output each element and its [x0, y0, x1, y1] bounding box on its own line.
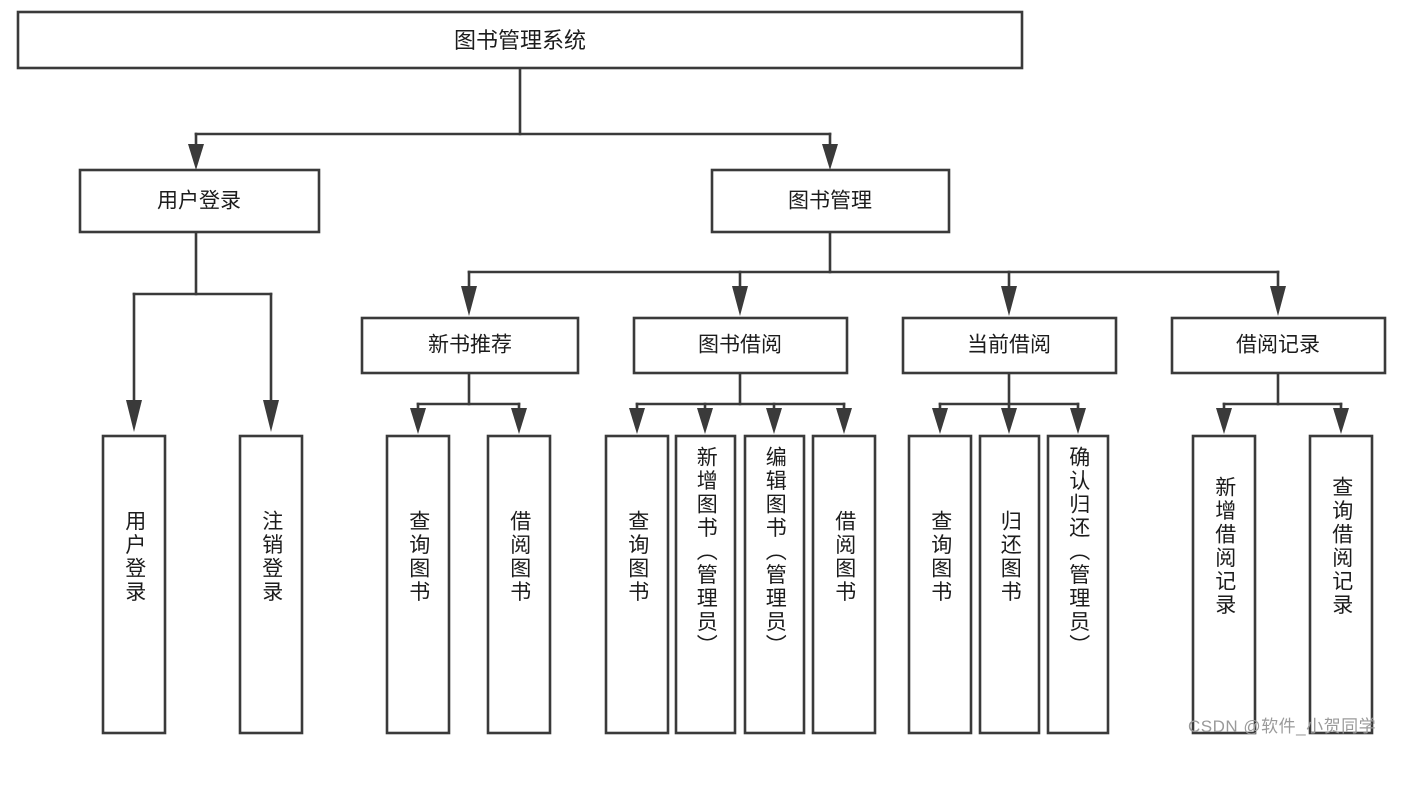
node-leaf-query-book-3-box[interactable]: [907, 434, 973, 735]
node-book-borrow-box[interactable]: [632, 316, 849, 375]
arrowhead-leaf-return-book: [1001, 408, 1017, 434]
arrowhead-leaf-edit-book: [766, 408, 782, 434]
node-new-book-rec-box[interactable]: [360, 316, 580, 375]
node-user-login-box[interactable]: [78, 168, 321, 234]
hierarchy-diagram-svg: 图书管理系统 用户登录 图书管理 新书推荐 图书借阅 当前借阅 借阅记录: [16, 10, 1387, 735]
node-leaf-user-login-box[interactable]: [101, 434, 167, 735]
arrowhead-new-book-rec: [461, 286, 477, 316]
node-leaf-borrow-book-2-box[interactable]: [811, 434, 877, 735]
node-root-label: 图书管理系统: [454, 28, 586, 53]
node-book-manage-box[interactable]: [710, 168, 951, 234]
node-leaf-add-record-box[interactable]: [1191, 434, 1257, 735]
connector-layer: [126, 66, 1349, 434]
arrowhead-leaf-logout: [263, 400, 279, 432]
node-leaf-edit-book-box[interactable]: [743, 434, 806, 735]
arrowhead-leaf-query-book-3: [932, 408, 948, 434]
node-leaf-borrow-book-1-box[interactable]: [486, 434, 552, 735]
node-current-borrow-label: 当前借阅: [967, 334, 1051, 357]
node-leaf-query-book-2-box[interactable]: [604, 434, 670, 735]
arrowhead-leaf-borrow-book-1: [511, 408, 527, 434]
node-leaf-confirm-return-box[interactable]: [1046, 434, 1110, 735]
node-leaf-query-book-1-box[interactable]: [385, 434, 451, 735]
node-borrow-record-label: 借阅记录: [1236, 334, 1320, 357]
node-borrow-record-box[interactable]: [1170, 316, 1387, 375]
arrowhead-current-borrow: [1001, 286, 1017, 316]
node-layer: 图书管理系统 用户登录 图书管理 新书推荐 图书借阅 当前借阅 借阅记录: [16, 10, 1387, 735]
node-leaf-query-record-box[interactable]: [1308, 434, 1374, 735]
node-book-manage-label: 图书管理: [788, 190, 872, 213]
diagram-canvas: 图书管理系统 用户登录 图书管理 新书推荐 图书借阅 当前借阅 借阅记录: [16, 10, 1387, 736]
arrowhead-borrow-record: [1270, 286, 1286, 316]
node-book-borrow-label: 图书借阅: [698, 334, 782, 357]
node-new-book-rec-label: 新书推荐: [428, 334, 512, 357]
arrowhead-book-borrow: [732, 286, 748, 316]
arrowhead-leaf-add-record: [1216, 408, 1232, 434]
arrowhead-user-login: [188, 144, 204, 170]
arrowhead-leaf-query-record: [1333, 408, 1349, 434]
arrowhead-leaf-query-book-2: [629, 408, 645, 434]
node-root-box[interactable]: [16, 10, 1024, 70]
arrowhead-book-manage: [822, 144, 838, 170]
node-leaf-logout-box[interactable]: [238, 434, 304, 735]
arrowhead-leaf-borrow-book-2: [836, 408, 852, 434]
node-current-borrow-box[interactable]: [901, 316, 1118, 375]
node-leaf-return-book-box[interactable]: [978, 434, 1041, 735]
arrowhead-leaf-query-book-1: [410, 408, 426, 434]
arrowhead-leaf-confirm-return: [1070, 408, 1086, 434]
node-leaf-add-book-box[interactable]: [674, 434, 737, 735]
arrowhead-leaf-add-book: [697, 408, 713, 434]
node-user-login-label: 用户登录: [157, 190, 241, 213]
arrowhead-leaf-user-login: [126, 400, 142, 432]
watermark-text: CSDN @软件_小贺同学: [1188, 717, 1377, 736]
